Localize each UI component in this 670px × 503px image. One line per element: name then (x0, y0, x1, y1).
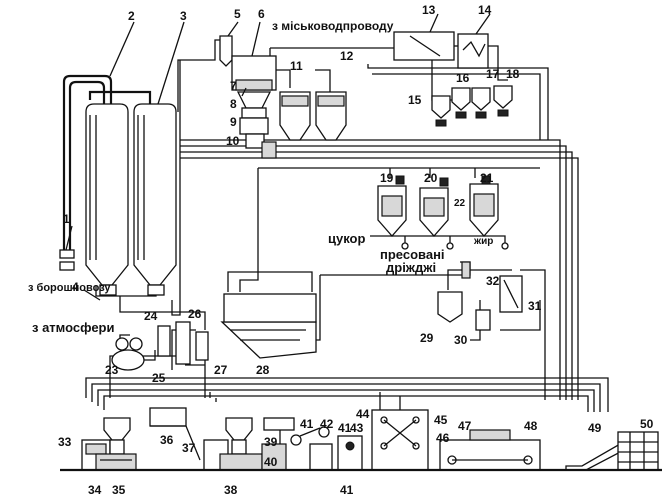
pos-31: 31 (528, 299, 542, 313)
water-heater-14 (457, 33, 489, 69)
moulder-42 (309, 443, 333, 471)
pos-43: 43 (350, 421, 364, 435)
pos-11: 11 (290, 59, 303, 73)
pos-15: 15 (408, 93, 422, 107)
filter-5 (219, 35, 233, 67)
text-labels: з місьководпроводу з борошновозу з атмос… (28, 19, 493, 335)
pos-38: 38 (224, 483, 238, 497)
pos-6: 6 (258, 7, 265, 21)
pos-8: 8 (230, 97, 237, 111)
pos-36: 36 (160, 433, 174, 447)
silo-left (85, 103, 129, 286)
pos-29: 29 (420, 331, 434, 345)
compressor-23 (111, 349, 145, 371)
pos-14: 14 (478, 3, 492, 17)
sugar-label: цукор (328, 231, 365, 246)
oven-48 (439, 439, 541, 471)
sifter-9 (239, 117, 269, 135)
pos-41: 41 (300, 417, 314, 431)
pos-37: 37 (182, 441, 196, 455)
pos-41-b: 41 (338, 421, 352, 435)
proofer-39 (263, 417, 295, 431)
pos-30: 30 (454, 333, 468, 347)
divider-35 (95, 453, 137, 471)
pos-44: 44 (356, 407, 370, 421)
pos-1: 1 (63, 212, 70, 226)
pos-47: 47 (458, 419, 472, 433)
pos-50: 50 (640, 417, 654, 431)
pos-25: 25 (152, 371, 166, 385)
moulder-41 (290, 434, 302, 446)
pos-18: 18 (506, 67, 520, 81)
pos-41-c: 41 (340, 483, 354, 497)
doser-15 (431, 95, 451, 119)
rounder-40 (261, 443, 287, 471)
pos-21: 21 (480, 171, 494, 185)
receiver-26 (175, 321, 191, 365)
pos-17: 17 (486, 67, 500, 81)
pos-9: 9 (230, 115, 237, 129)
pos-12: 12 (340, 49, 354, 63)
pos-28: 28 (256, 363, 270, 377)
pos-5: 5 (234, 7, 241, 21)
city-water-label: з місьководпроводу (272, 19, 394, 33)
pressed-label: пресовані (380, 247, 445, 262)
pos-7: 7 (230, 79, 237, 93)
pos-32: 32 (486, 274, 500, 288)
pos-48: 48 (524, 419, 538, 433)
pos-3: 3 (180, 9, 187, 23)
mixer-38 (225, 417, 253, 441)
leader-lines (65, 13, 491, 301)
scale-10 (245, 133, 265, 149)
pos-40: 40 (264, 455, 278, 469)
pos-49: 49 (588, 421, 602, 435)
pos-27: 27 (214, 363, 228, 377)
fat-label: жир (473, 236, 493, 247)
fermenter-29 (437, 291, 463, 323)
pos-2: 2 (128, 9, 135, 23)
loader-47 (469, 429, 511, 441)
pos-19: 19 (380, 171, 394, 185)
pos-46: 46 (436, 431, 450, 445)
proofer-44 (371, 409, 429, 471)
conveyor-36 (149, 407, 187, 427)
pos-4: 4 (72, 280, 79, 294)
pos-33: 33 (58, 435, 72, 449)
position-numbers: 1 2 3 4 5 6 7 8 9 10 11 12 13 14 15 16 1… (58, 3, 654, 497)
pos-13: 13 (422, 3, 436, 17)
yeast-label: дріжджі (386, 260, 436, 275)
doser-16 (451, 87, 471, 111)
flour-truck-valve-1 (59, 249, 75, 259)
sifter-8 (241, 107, 267, 119)
pos-35: 35 (112, 483, 126, 497)
pipelines (62, 39, 609, 412)
silo-right (133, 103, 177, 286)
pos-22: 22 (454, 198, 466, 209)
storage-racks-50 (617, 431, 659, 471)
doser-17 (471, 87, 491, 111)
pos-26: 26 (188, 307, 202, 321)
pos-23: 23 (105, 363, 119, 377)
pos-39: 39 (264, 435, 278, 449)
doser-18 (493, 85, 513, 109)
pos-42: 42 (320, 417, 334, 431)
pos-34: 34 (88, 483, 102, 497)
pos-20: 20 (424, 171, 438, 185)
pos-24: 24 (144, 309, 158, 323)
machine-43 (337, 435, 363, 471)
atmosphere-label: з атмосфери (32, 320, 114, 335)
pos-10: 10 (226, 134, 240, 148)
oil-separator-27 (195, 331, 209, 361)
flour-truck-label: з борошновозу (28, 282, 111, 294)
pump-30 (475, 309, 491, 331)
pos-16: 16 (456, 71, 470, 85)
filter-24 (157, 325, 171, 357)
mixer-34 (103, 417, 131, 441)
pos-45: 45 (434, 413, 448, 427)
equipment (59, 31, 662, 472)
valve-32 (461, 261, 471, 279)
